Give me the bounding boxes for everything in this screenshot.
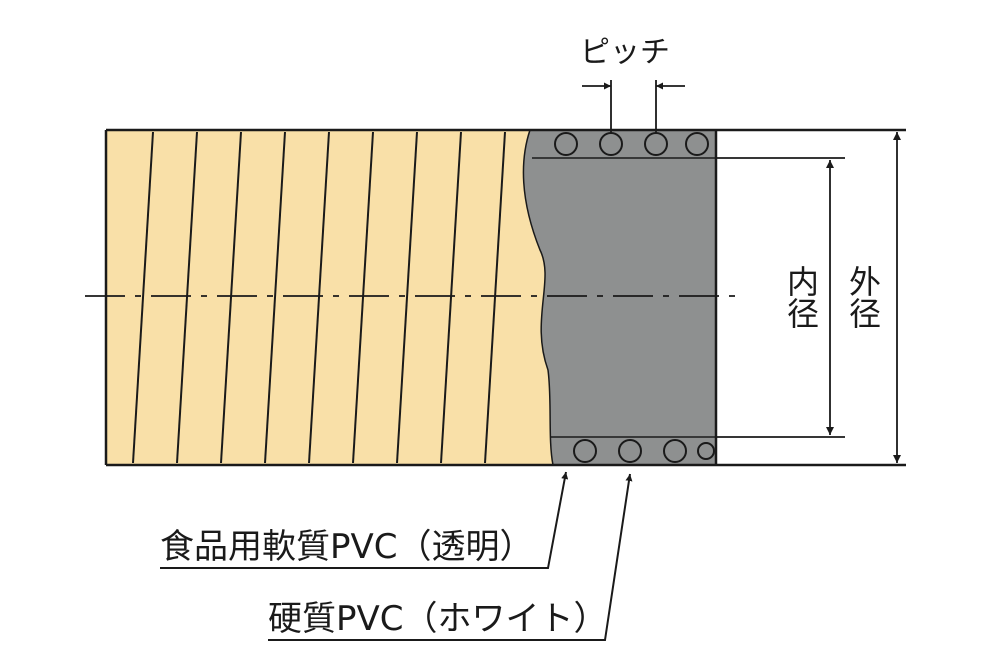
hose-cutaway-section xyxy=(522,129,717,466)
inner-diameter-dimension xyxy=(716,157,845,438)
soft-pvc-label: 食品用軟質PVC（透明） xyxy=(160,527,534,567)
reinforcement-coils-bottom xyxy=(573,439,715,463)
inner-bore-lines xyxy=(532,157,716,438)
pitch-label: ピッチ xyxy=(580,35,670,70)
leader-soft-pvc xyxy=(160,471,569,569)
pitch-dimension xyxy=(582,80,685,133)
inner-diameter-label: 内径 xyxy=(782,265,820,329)
hose-outer-body xyxy=(106,130,553,465)
leader-hard-pvc xyxy=(268,473,633,641)
hose-outline xyxy=(104,128,906,467)
helix-stripes xyxy=(132,131,506,464)
outer-diameter-label: 外径 xyxy=(844,265,882,329)
hard-pvc-label: 硬質PVC（ホワイト） xyxy=(268,599,608,639)
